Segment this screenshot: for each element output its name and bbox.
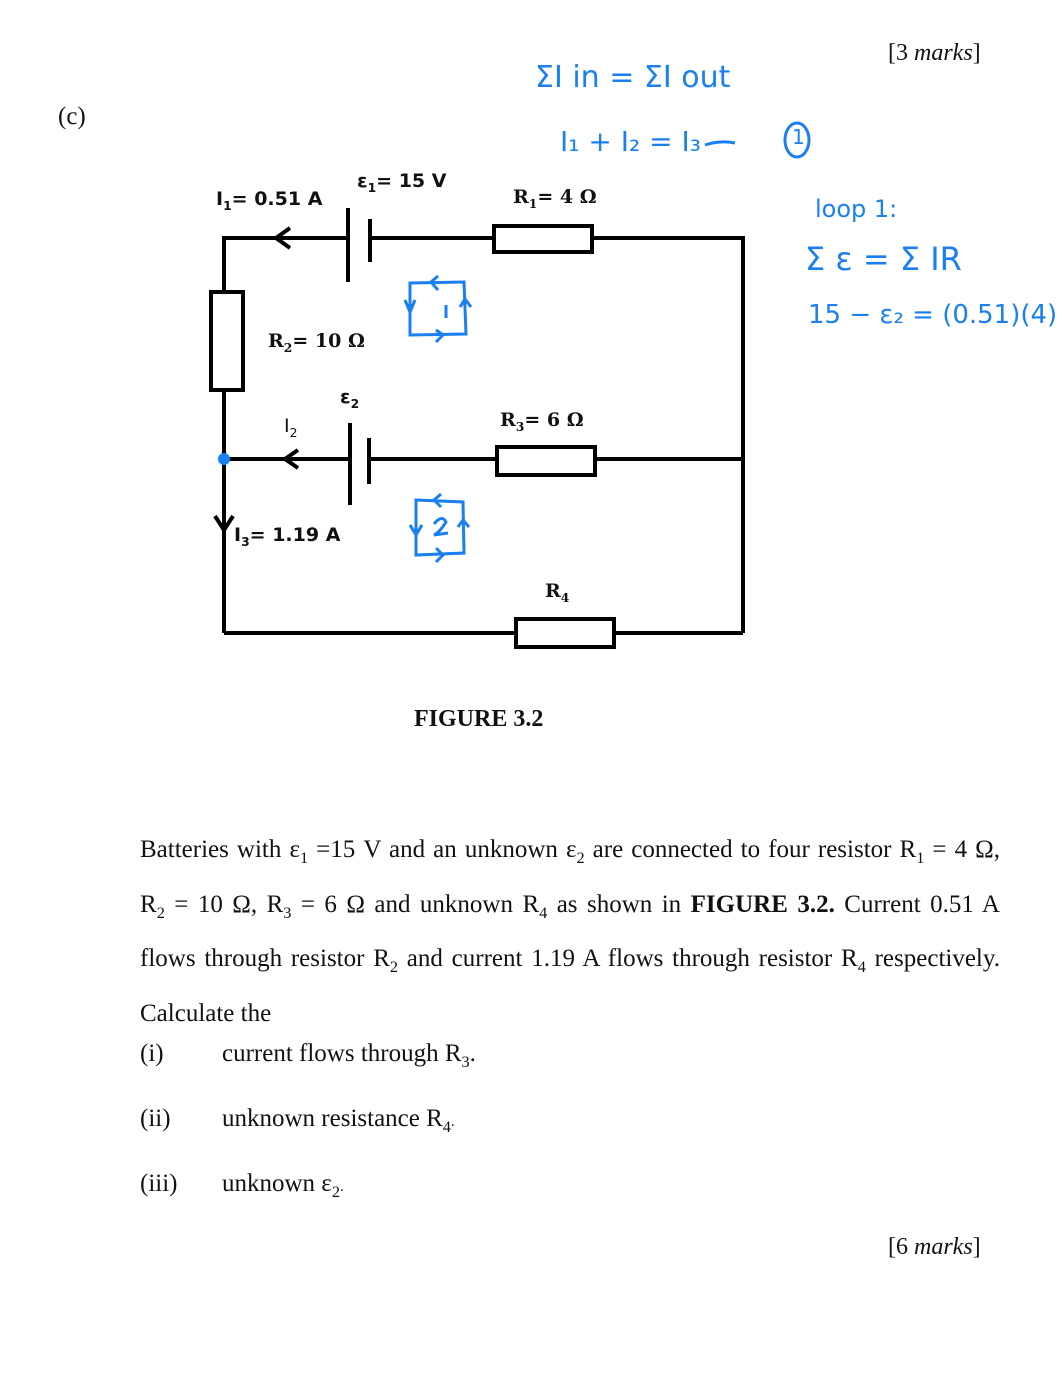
resistor-r1 (492, 224, 594, 254)
label-r1: R1= 4 Ω (513, 186, 597, 211)
resistor-r4 (514, 617, 616, 649)
equation-tag-circle (704, 121, 811, 159)
handwritten-junction-eq: I₁ + I₂ = I₃ (560, 125, 701, 158)
handwritten-kvl-rule: Σ ε = Σ IR (805, 240, 962, 278)
question-marks: [6 marks] (888, 1234, 981, 1260)
label-e2: ε2 (340, 386, 360, 411)
handwritten-loop-title: loop 1: (815, 195, 898, 223)
handwritten-kcl-rule: ΣI in = ΣI out (535, 60, 731, 95)
question-item: (i)current flows through R3. (140, 1040, 476, 1071)
figure-caption: FIGURE 3.2 (414, 706, 544, 732)
resistor-r3 (495, 445, 597, 477)
label-r4: R4 (545, 580, 570, 605)
wire-top-left (222, 236, 348, 292)
resistor-r2 (209, 290, 245, 392)
label-i1: I1= 0.51 A (216, 188, 323, 213)
loop-2-marker (408, 492, 471, 564)
previous-marks: [3 marks] (888, 40, 981, 66)
question-item: (ii)unknown resistance R4. (140, 1105, 455, 1136)
part-label: (c) (58, 103, 86, 130)
loop-1-marker (403, 274, 473, 344)
equation-tag-number: 1 (792, 125, 805, 149)
label-i3: I3= 1.19 A (234, 524, 341, 549)
current-arrow-i2 (281, 448, 300, 470)
label-r2: R2= 10 Ω (268, 330, 365, 355)
circuit-diagram (209, 208, 745, 649)
current-arrow-i1 (272, 226, 292, 250)
label-r3: R3= 6 Ω (500, 409, 584, 434)
label-e1: ε1= 15 V (357, 170, 447, 195)
problem-paragraph: Batteries with ε1 =15 V and an unknown ε… (140, 836, 1000, 1027)
handwritten-loop-equation: 15 − ε₂ = (0.51)(4) (808, 300, 1058, 330)
junction-dot (218, 453, 230, 465)
question-item: (iii)unknown ε2. (140, 1170, 344, 1201)
label-i2: I2 (284, 415, 298, 440)
current-arrow-i3 (213, 514, 235, 534)
wire-right (592, 236, 745, 633)
